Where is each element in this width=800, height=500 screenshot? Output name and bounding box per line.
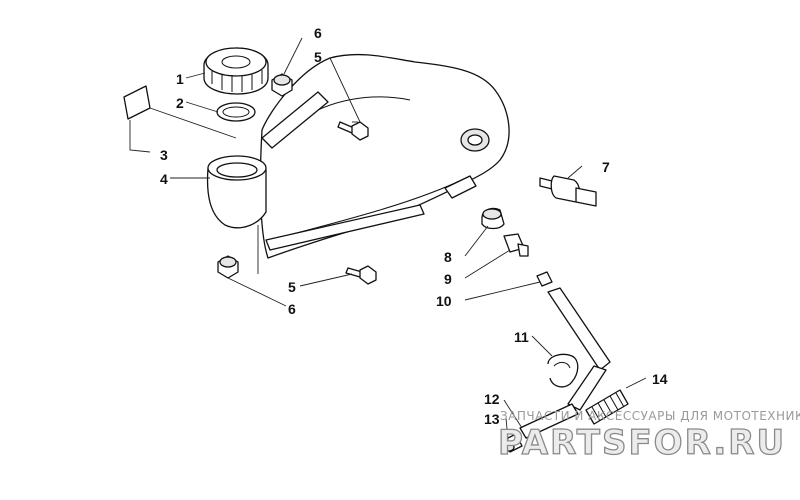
callout-2: 2 (176, 95, 184, 111)
callout-labels: 1 2 3 4 5 6 7 8 9 10 11 12 13 14 5 6 (160, 25, 668, 427)
callout-9: 9 (444, 271, 452, 287)
callout-8: 8 (444, 249, 452, 265)
fuel-hose (547, 287, 611, 411)
callout-4: 4 (160, 171, 168, 187)
callout-13: 13 (484, 411, 500, 427)
grommet-lower (217, 255, 239, 279)
watermark-logo: PARTSFOR.RU (498, 423, 786, 463)
hose-spring (585, 389, 629, 425)
callout-5-upper: 5 (314, 49, 322, 65)
bolt-lower (345, 265, 377, 285)
callout-10: 10 (436, 293, 452, 309)
callout-1: 1 (176, 71, 184, 87)
hose-end-fitting (503, 433, 523, 453)
callout-14: 14 (652, 371, 668, 387)
fuel-hose-lower (519, 403, 579, 439)
callout-3: 3 (160, 147, 168, 163)
hose-clip (547, 353, 579, 388)
hose-clamp-small (536, 271, 553, 287)
callout-6-upper: 6 (314, 25, 322, 41)
watermark-tagline: ЗАПЧАСТИ И АКСЕССУАРЫ ДЛЯ МОТОТЕХНИКИ (500, 409, 800, 423)
callout-12: 12 (484, 391, 500, 407)
callout-11: 11 (514, 329, 529, 345)
fuel-fitting (503, 233, 529, 257)
fuel-gauge-sender (539, 175, 597, 207)
mounting-bracket (261, 91, 477, 251)
decal (123, 85, 151, 120)
bolt-upper (337, 121, 369, 141)
fuel-tank (259, 53, 510, 259)
gasket (216, 102, 256, 122)
callout-6-lower: 6 (288, 301, 296, 317)
filler-cap (203, 47, 269, 95)
callout-7: 7 (602, 159, 610, 175)
filler-neck (206, 155, 267, 229)
watermark: ЗАПЧАСТИ И АКСЕССУАРЫ ДЛЯ МОТОТЕХНИКИ PA… (497, 409, 800, 464)
leader-lines (129, 37, 647, 441)
outlet-grommet (481, 207, 505, 230)
callout-5-lower: 5 (288, 279, 296, 295)
grommet-upper (271, 73, 293, 97)
